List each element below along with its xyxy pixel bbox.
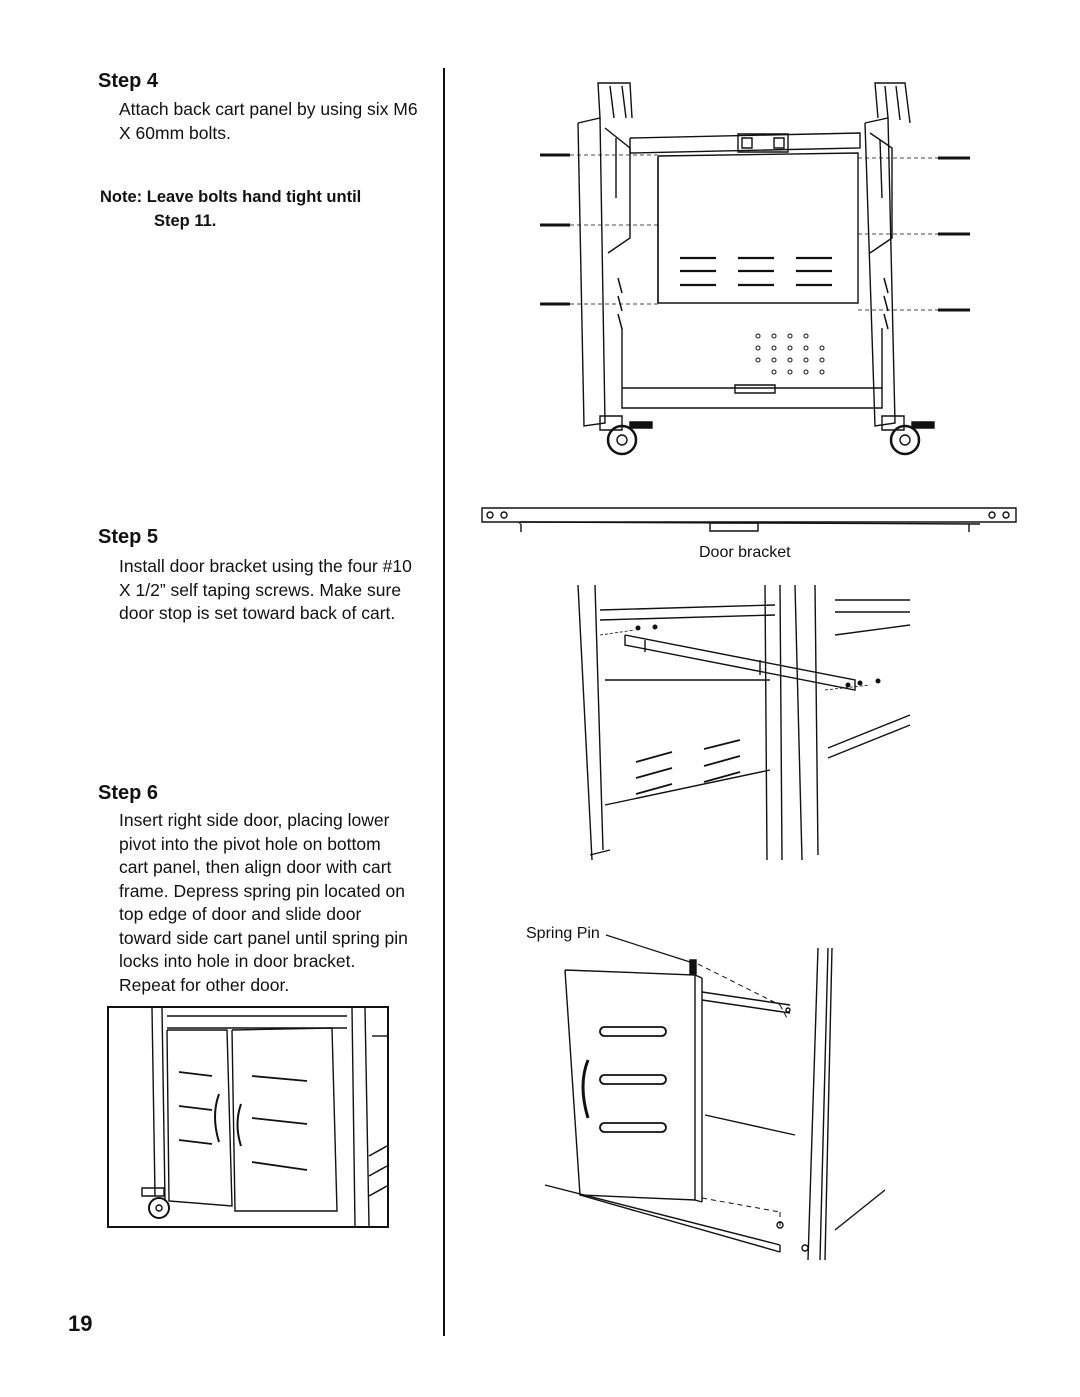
spring-pin-caption: Spring Pin bbox=[526, 925, 600, 942]
step5-instructions: Install door bracket using the four #10 … bbox=[119, 556, 412, 623]
step6-instructions: Insert right side door, placing lower pi… bbox=[119, 810, 408, 995]
page-number: 19 bbox=[68, 1311, 93, 1336]
step6-spring-pin-detail-illustration bbox=[540, 930, 900, 1265]
step4-back-panel-illustration bbox=[530, 78, 990, 468]
step6-doors-installed-illustration bbox=[107, 1006, 390, 1230]
step5-door-bracket-install-illustration bbox=[570, 580, 920, 870]
door-bracket-caption: Door bracket bbox=[699, 544, 791, 561]
step4-instructions: Attach back cart panel by using six M6 X… bbox=[119, 99, 418, 143]
step5-title: Step 5 bbox=[98, 526, 159, 548]
step4-note-line2: Step 11. bbox=[154, 212, 217, 230]
step6-title: Step 6 bbox=[98, 782, 159, 804]
step4-title: Step 4 bbox=[98, 70, 159, 92]
door-bracket-illustration bbox=[480, 506, 1020, 536]
column-divider bbox=[443, 68, 445, 1336]
step4-note-line1: Note: Leave bolts hand tight until bbox=[100, 188, 362, 206]
